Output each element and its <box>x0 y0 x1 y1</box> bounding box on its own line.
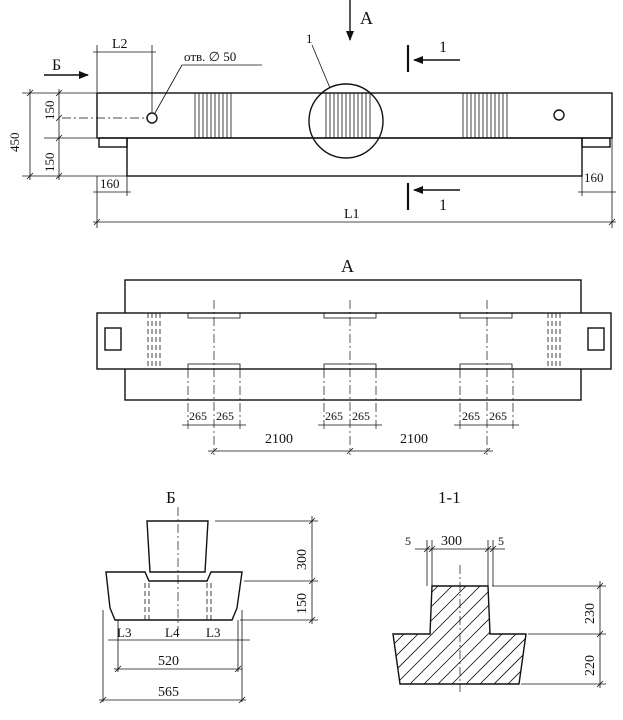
dim-height-upper: 150 <box>42 101 57 121</box>
plan-view-a: А 265 265 2 <box>96 256 612 455</box>
end-view-b: Б 300 150 L3 L4 L3 520 565 <box>99 488 318 704</box>
dim-l2: L2 <box>112 37 128 52</box>
cut-mark-bottom: 1 <box>439 197 447 214</box>
dim-section-gap-right: 5 <box>498 534 504 548</box>
rib-zone-right <box>462 93 508 138</box>
dim-section-h-top: 230 <box>583 603 598 624</box>
dim-265-1: 265 <box>189 409 207 423</box>
view-b-arrow-label: Б <box>52 57 61 74</box>
dim-265-5: 265 <box>462 409 480 423</box>
dim-section-top-width: 300 <box>441 534 462 549</box>
dim-265-3: 265 <box>325 409 343 423</box>
upper-slab <box>96 92 613 139</box>
hole-leader <box>154 64 183 114</box>
dim-l1: L1 <box>344 207 360 222</box>
dim-l3-right: L3 <box>206 625 220 640</box>
end-view-title: Б <box>166 488 176 507</box>
elevation-view: А Б <box>7 0 616 228</box>
end-view-base <box>105 571 243 621</box>
end-view-top-block <box>146 520 209 573</box>
lower-body <box>126 137 583 177</box>
callout-label: 1 <box>306 31 313 46</box>
dim-pitch-1: 2100 <box>265 432 293 447</box>
dim-pitch-2: 2100 <box>400 432 428 447</box>
detail-callout-circle <box>308 83 384 159</box>
dim-end-w-inner: 520 <box>158 654 179 669</box>
section-title: 1-1 <box>438 488 461 507</box>
dim-end-w-outer: 565 <box>158 685 179 700</box>
plan-socket-left <box>104 327 122 351</box>
plan-socket-right <box>587 327 605 351</box>
dim-end-h-top: 300 <box>295 549 310 570</box>
dim-l4: L4 <box>165 625 180 640</box>
view-a-arrow-label: А <box>360 8 373 28</box>
rib-zone-middle <box>325 93 371 138</box>
end-pad-left <box>98 137 128 148</box>
section-hatching <box>393 586 526 684</box>
plan-slab-outline <box>96 312 612 370</box>
plan-view-title: А <box>341 256 354 276</box>
dim-end-right: 160 <box>584 170 604 185</box>
dim-end-left: 160 <box>100 176 120 191</box>
cut-mark-top: 1 <box>439 39 447 56</box>
rib-zone-left <box>194 93 232 138</box>
hole-note: отв. ∅ 50 <box>184 49 236 64</box>
dim-section-h-bottom: 220 <box>583 655 598 676</box>
plan-centerlines <box>187 300 514 455</box>
section-1-1: 1-1 5 300 5 <box>392 488 606 692</box>
hole-left <box>146 112 158 124</box>
dim-end-h-bottom: 150 <box>295 593 310 614</box>
dim-265-4: 265 <box>352 409 370 423</box>
dim-l3-left: L3 <box>117 625 131 640</box>
section-outline <box>392 585 527 685</box>
dim-265-6: 265 <box>489 409 507 423</box>
callout-leader <box>311 44 331 89</box>
dim-section-gap-left: 5 <box>405 534 411 548</box>
dim-height-lower: 150 <box>42 153 57 173</box>
dim-265-2: 265 <box>216 409 234 423</box>
dim-height-total: 450 <box>7 133 22 153</box>
hole-right <box>553 109 565 121</box>
end-pad-right <box>581 137 611 148</box>
